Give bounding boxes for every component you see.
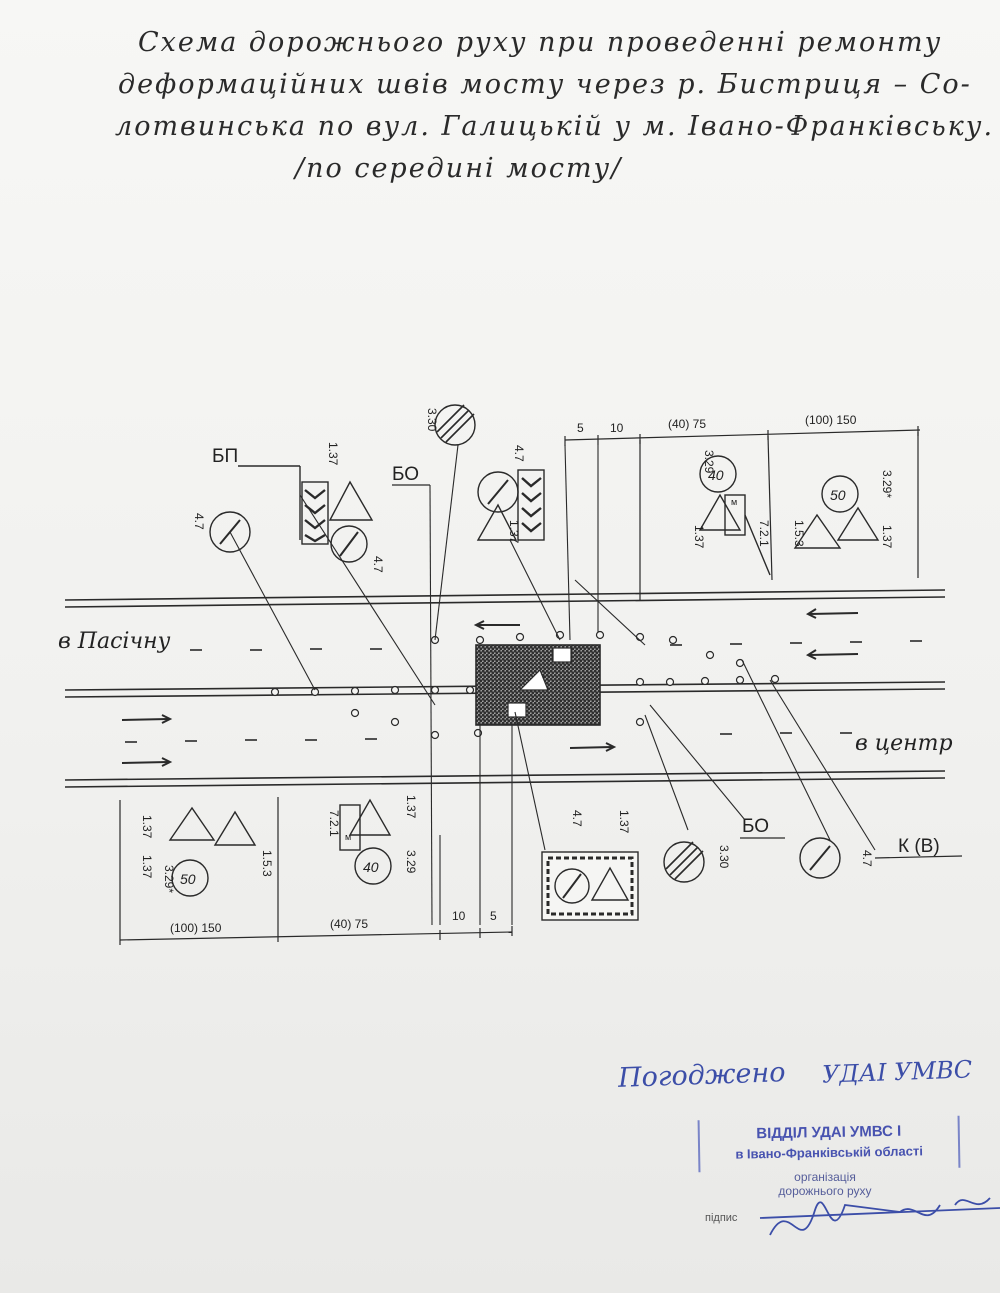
lower-dimension-line xyxy=(119,797,513,945)
approval-handwritten: Погоджено xyxy=(617,1057,787,1094)
traffic-arrows xyxy=(121,608,859,767)
label-bo-bottom: БО xyxy=(742,816,769,837)
direction-left: в Пасічну xyxy=(58,629,171,654)
handwritten-signature xyxy=(759,1197,1000,1236)
sign-3-30-top xyxy=(434,404,476,446)
stamp-org-line-1: організація xyxy=(794,1170,856,1184)
speed-50-top: 50 xyxy=(830,487,846,503)
leader-lines xyxy=(229,444,876,926)
label-1-37-bottom3: 1.37 xyxy=(404,795,418,819)
sign-4-7-bottom-right xyxy=(799,837,841,879)
label-3-29s-bottom: 3.29* xyxy=(162,865,176,893)
direction-right: в центр xyxy=(855,731,953,756)
stamp-org-line-2: дорожнього руху xyxy=(778,1184,872,1198)
title-line-3: лотвинська по вул. Галицькій у м. Івано-… xyxy=(115,111,995,142)
label-4-7-left2: 4.7 xyxy=(371,556,385,573)
label-m-top: м xyxy=(731,497,737,507)
speed-40-bottom: 40 xyxy=(363,859,379,875)
label-1-37-bottom2: 1.37 xyxy=(140,855,154,879)
sign-3-30-bottom xyxy=(663,841,705,883)
lane-markings xyxy=(125,640,922,743)
label-7-2-1-top: 7.2.1 xyxy=(757,520,771,547)
dim-5-top: 5 xyxy=(577,421,584,435)
sign-group-40-bottom xyxy=(339,798,392,885)
speed-40-top: 40 xyxy=(708,467,724,483)
stamp-line-2: в Івано-Франківській області xyxy=(735,1143,924,1162)
dim-10-top: 10 xyxy=(610,421,624,435)
dim-100-bottom: (100) 150 xyxy=(170,921,222,935)
label-1-37-top2: 1.37 xyxy=(692,525,706,549)
label-1-37-bottom4: 1.37 xyxy=(617,810,631,834)
label-3-29-top: 3.29 xyxy=(702,450,716,474)
bp-barrier-sign xyxy=(238,465,374,563)
label-bo-top: БО xyxy=(392,464,419,485)
label-3-30-bottom: 3.30 xyxy=(717,845,731,869)
label-1-37-upper: 1.37 xyxy=(507,520,521,544)
sign-group-50-bottom xyxy=(168,806,257,897)
title-line-2: деформаційних швів мосту через р. Бистри… xyxy=(118,69,972,100)
sign-4-7-left xyxy=(209,511,251,553)
label-3-29-bottom: 3.29 xyxy=(404,850,418,874)
speed-50-bottom: 50 xyxy=(180,871,196,887)
sign-group-40-top xyxy=(698,455,771,576)
signature-label: підпис xyxy=(705,1212,738,1224)
label-1-5-3-bottom: 1.5.3 xyxy=(260,850,274,877)
sign-group-50-top xyxy=(793,475,880,549)
dim-100-top: (100) 150 xyxy=(805,413,857,427)
label-4-7-left: 4.7 xyxy=(192,513,206,530)
sign-board-bottom xyxy=(541,851,639,921)
label-1-37-bottom: 1.37 xyxy=(140,815,154,839)
title-line-1: Схема дорожнього руху при проведенні рем… xyxy=(138,27,943,58)
label-3-29s-top: 3.29* xyxy=(880,470,894,498)
cones xyxy=(270,630,780,740)
label-4-7-upper: 4.7 xyxy=(512,445,526,462)
label-4-7-bottom: 4.7 xyxy=(570,810,584,827)
official-stamp: ВІДДІЛ УДАІ УМВС І в Івано-Франківській … xyxy=(697,1115,961,1173)
title-line-4: /по середині мосту/ xyxy=(295,153,623,184)
dim-40-bottom: (40) 75 xyxy=(330,917,368,931)
label-7-2-1-bottom: 7.2.1 xyxy=(327,810,341,837)
label-1-37-top3: 1.37 xyxy=(880,525,894,549)
dim-5-bottom: 5 xyxy=(490,909,497,923)
dim-40-top: (40) 75 xyxy=(668,417,706,431)
approval-handwritten-2: УДАІ УМВС xyxy=(821,1055,973,1089)
sign-group-upper-mid xyxy=(476,469,545,541)
label-1-37-left: 1.37 xyxy=(326,442,340,466)
label-kv: К (В) xyxy=(898,836,940,857)
upper-dimension-line xyxy=(564,426,921,600)
stamp-org: організація дорожнього руху xyxy=(740,1170,910,1198)
label-4-7-bottom-right: 4.7 xyxy=(860,850,874,867)
document-title: Схема дорожнього руху при проведенні рем… xyxy=(100,22,995,190)
label-1-5-3-top: 1.5.3 xyxy=(792,520,806,547)
label-bp: БП xyxy=(212,446,238,467)
label-m-bottom: м xyxy=(345,832,351,842)
stamp-line-1: ВІДДІЛ УДАІ УМВС І xyxy=(756,1122,902,1143)
label-3-30-top: 3.30 xyxy=(425,408,439,432)
dim-10-bottom: 10 xyxy=(452,909,466,923)
